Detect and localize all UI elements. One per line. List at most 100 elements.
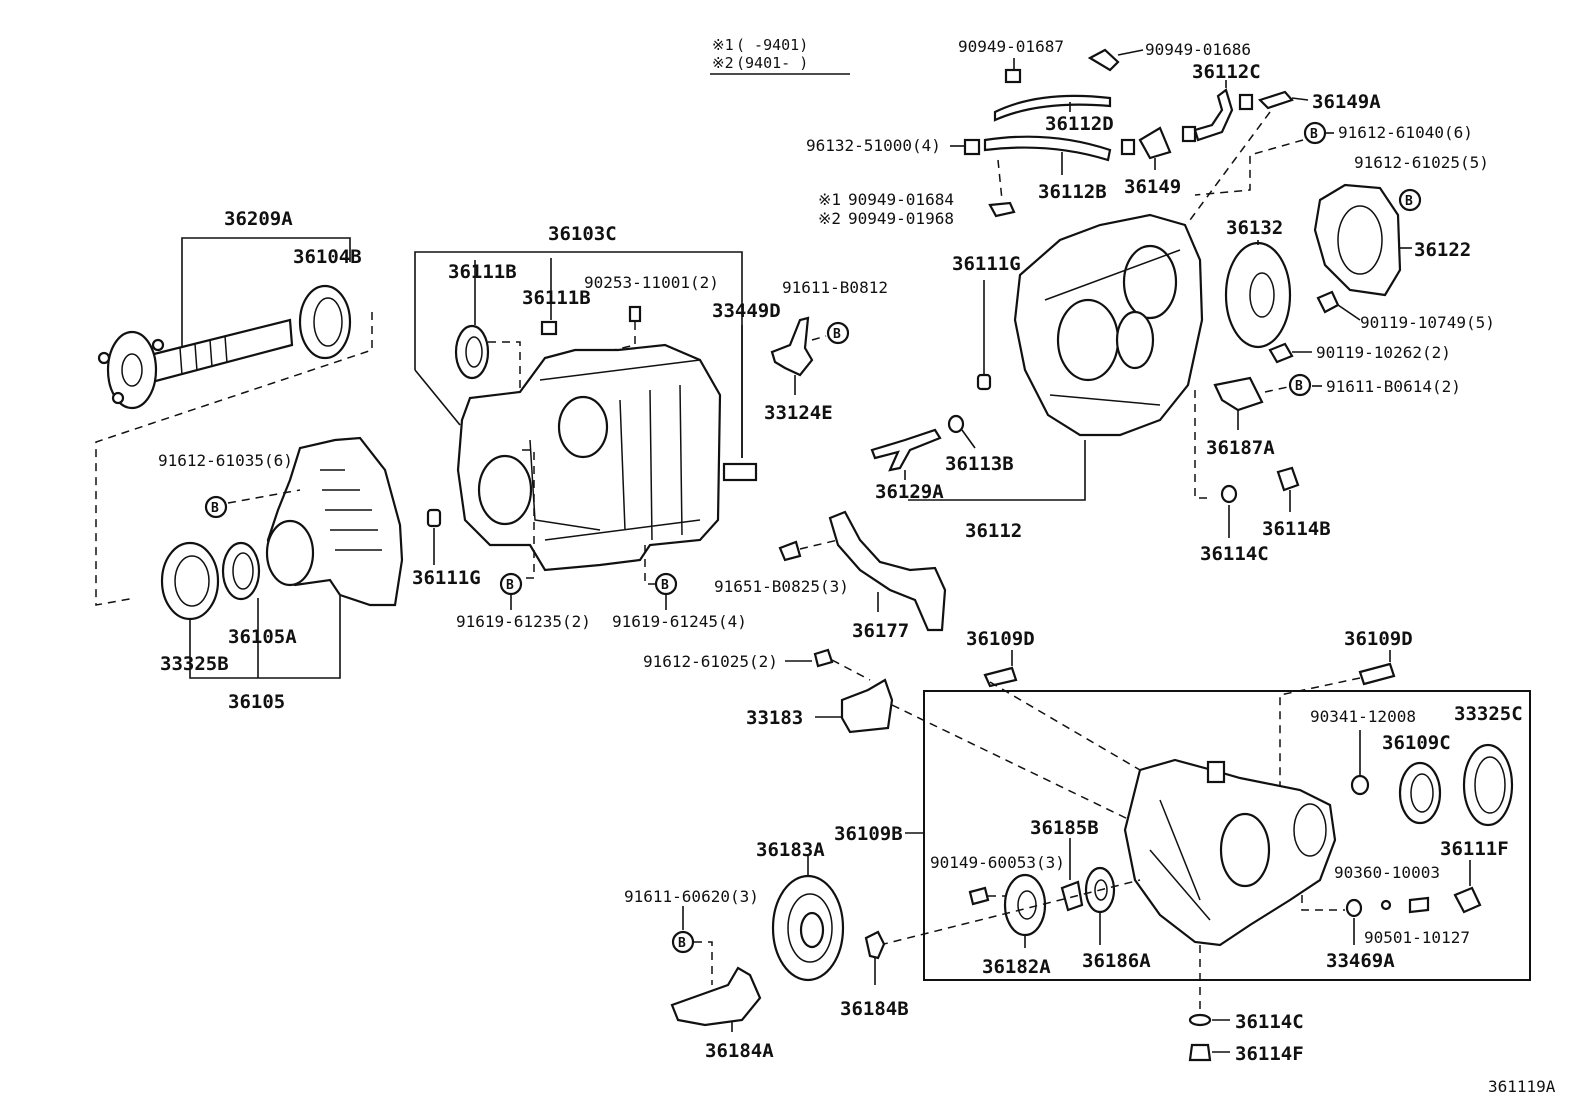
pin-90253-illustration bbox=[628, 305, 642, 323]
label-36111f: 36111F bbox=[1440, 838, 1509, 860]
plug-36111b-illustration bbox=[540, 320, 558, 336]
flange-hub bbox=[121, 353, 143, 387]
note-2-marker-clip: ※2 bbox=[818, 209, 841, 228]
tube-36129a-illustration bbox=[870, 428, 942, 472]
label-33469a: 33469A bbox=[1326, 950, 1395, 972]
plug-36111g-a-illustration bbox=[426, 508, 442, 528]
gasket-36113b-illustration bbox=[947, 414, 965, 434]
actuator-33183-group: 91612-61025(2) 33183 bbox=[643, 648, 1131, 821]
bolt-symbol-91612-61040 bbox=[1303, 121, 1327, 145]
label-33325b: 33325B bbox=[160, 653, 229, 675]
plug-36111g-b-illustration bbox=[976, 373, 992, 391]
dash-36109d-b bbox=[1279, 677, 1361, 800]
case-web bbox=[529, 439, 601, 531]
label-36185b: 36185B bbox=[1030, 817, 1099, 839]
rear-housing-ribs bbox=[1149, 799, 1211, 921]
bolt-symbol-letter: B bbox=[1405, 194, 1413, 209]
bolt-symbol-91611-b0812 bbox=[826, 321, 850, 345]
bolt-symbol-letter: B bbox=[506, 578, 514, 593]
label-33183: 33183 bbox=[746, 707, 803, 729]
plug-36149a-illustration bbox=[1257, 90, 1294, 110]
hose-36112c-illustration bbox=[1193, 88, 1234, 142]
seal-36104b-inner bbox=[313, 297, 343, 347]
label-90119-10262: 90119-10262(2) bbox=[1316, 343, 1451, 362]
label-36104b: 36104B bbox=[293, 246, 362, 268]
seal-36109c-illustration bbox=[1398, 761, 1442, 825]
label-36103c: 36103C bbox=[548, 223, 617, 245]
rear-case-bore-mid bbox=[1115, 310, 1155, 370]
label-36177: 36177 bbox=[852, 620, 909, 642]
label-36184b: 36184B bbox=[840, 998, 909, 1020]
output-shaft-group: 36209A 36104B B 91612-61035(6) 33325B 36… bbox=[95, 208, 404, 713]
label-33449d: 33449D bbox=[712, 300, 781, 322]
label-36114f: 36114F bbox=[1235, 1043, 1304, 1065]
label-36183a: 36183A bbox=[756, 839, 825, 861]
rear-housing-36109b-group: 36109B 36109D 36109D 90341-12008 36109C … bbox=[834, 628, 1531, 1012]
diagram-code: 361119A bbox=[1488, 1077, 1556, 1096]
shield-36184a-illustration bbox=[670, 966, 762, 1027]
label-36112b: 36112B bbox=[1038, 181, 1107, 203]
cover-36183a-ring bbox=[787, 893, 833, 963]
dash-91651-b0825 bbox=[799, 539, 839, 550]
dash-91611-b0614 bbox=[1264, 386, 1289, 393]
key-36185b-illustration bbox=[1060, 880, 1084, 912]
label-36105: 36105 bbox=[228, 691, 285, 713]
seal-36111b-illustration bbox=[454, 324, 490, 380]
bolt-symbol-letter: B bbox=[833, 327, 841, 342]
label-90341-12008: 90341-12008 bbox=[1310, 707, 1416, 726]
dash-91611-60620 bbox=[694, 941, 713, 985]
washer-36114c-a-illustration bbox=[1220, 484, 1238, 504]
screw-90149-60053 bbox=[968, 886, 990, 906]
dash-33183-to-case bbox=[891, 704, 1131, 821]
bolt-symbol-91611-b0614 bbox=[1288, 373, 1312, 397]
label-91651-b0825: 91651-B0825(3) bbox=[714, 577, 849, 596]
dash-91612-61025-2 bbox=[831, 659, 871, 681]
spring-90501-10127 bbox=[1408, 896, 1430, 914]
hose-36112d-illustration bbox=[993, 94, 1112, 122]
label-36111g-b: 36111G bbox=[952, 253, 1021, 275]
hose-36112b-illustration bbox=[983, 135, 1112, 162]
label-90360-10003: 90360-10003 bbox=[1334, 863, 1440, 882]
dash-36109d-a bbox=[989, 681, 1141, 771]
plug-36111f-illustration bbox=[1453, 886, 1482, 914]
bolt-91612-61025-2 bbox=[813, 648, 834, 668]
clip-90949-01687 bbox=[1004, 68, 1022, 84]
label-91611-b0812: 91611-B0812 bbox=[782, 278, 888, 297]
label-36109c: 36109C bbox=[1382, 732, 1451, 754]
label-90253-11001: 90253-11001(2) bbox=[584, 273, 719, 292]
note-1-marker-clip: ※1 bbox=[818, 190, 841, 209]
label-36122: 36122 bbox=[1414, 239, 1471, 261]
bracket-36177-group: 91651-B0825(3) 36177 bbox=[714, 510, 947, 642]
label-91612-61025-2: 91612-61025(2) bbox=[643, 652, 778, 671]
label-36112d: 36112D bbox=[1045, 113, 1114, 135]
rear-case-webs bbox=[1044, 249, 1181, 406]
plug-36184b-illustration bbox=[864, 930, 886, 960]
label-91611-60620: 91611-60620(3) bbox=[624, 887, 759, 906]
dash-91619-61235 bbox=[522, 449, 535, 579]
note-2-marker: ※2 bbox=[712, 54, 734, 72]
leader-36209a bbox=[181, 237, 351, 348]
label-96132-51000: 96132-51000(4) bbox=[806, 136, 941, 155]
bolt-90119-10262 bbox=[1268, 342, 1294, 364]
rotor-36182a-illustration bbox=[1003, 873, 1047, 937]
dash-91619-61245 bbox=[644, 545, 655, 585]
dash-36114c bbox=[1194, 390, 1212, 499]
bracket-33124e-illustration bbox=[770, 316, 814, 377]
note-1-marker: ※1 bbox=[712, 36, 734, 54]
label-36129a: 36129A bbox=[875, 481, 944, 503]
housing-ribs bbox=[320, 469, 382, 551]
rotor-36182a-inner bbox=[1017, 890, 1037, 920]
label-36149a: 36149A bbox=[1312, 91, 1381, 113]
label-91612-61040: 91612-61040(6) bbox=[1338, 123, 1473, 142]
leader-36105 bbox=[189, 596, 341, 679]
label-36105a: 36105A bbox=[228, 626, 297, 648]
rear-housing-box bbox=[923, 690, 1531, 981]
dash-36184b-to-case bbox=[879, 879, 1141, 946]
bolt-91651-b0825 bbox=[778, 540, 802, 562]
plug-36114b-illustration bbox=[1276, 466, 1300, 492]
label-33124e: 33124E bbox=[764, 402, 833, 424]
label-90149-60053: 90149-60053(3) bbox=[930, 853, 1065, 872]
label-90949-01968: 90949-01968 bbox=[848, 209, 954, 228]
label-90501-10127: 90501-10127 bbox=[1364, 928, 1470, 947]
